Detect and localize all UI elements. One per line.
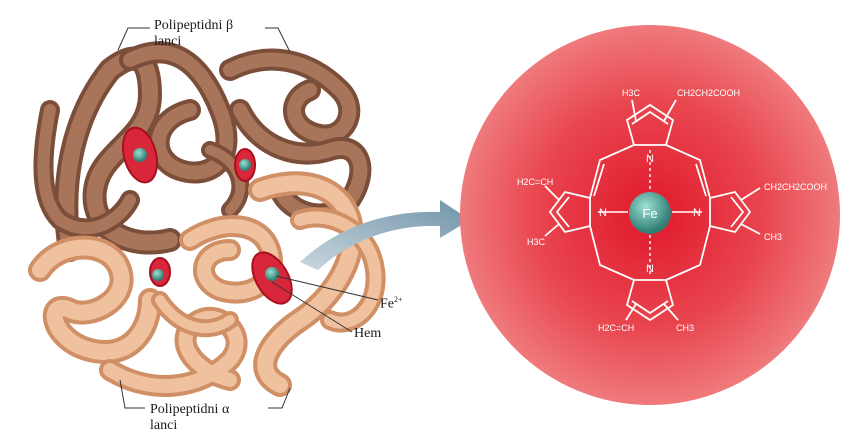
iron-label-charge: 2+ xyxy=(394,295,403,304)
alpha-chain-label: Polipeptidni α lanci xyxy=(150,402,229,434)
group-left-upper: H2C=CH xyxy=(517,177,553,187)
beta-chain-label: Polipeptidni β lanci xyxy=(154,18,233,50)
heme-disc xyxy=(150,258,170,286)
group-left-lower: H3C xyxy=(527,237,546,247)
beta-chain-label-line1: Polipeptidni β xyxy=(154,18,233,34)
alpha-chain-label-line1: Polipeptidni α xyxy=(150,402,229,418)
nitrogen-bottom: N xyxy=(646,263,654,275)
hemoglobin-protein xyxy=(40,52,376,386)
group-top-right: CH2CH2COOH xyxy=(677,88,740,98)
nitrogen-top: N xyxy=(646,153,654,165)
group-bottom-right: CH3 xyxy=(676,323,694,333)
group-right-upper: CH2CH2COOH xyxy=(764,182,827,192)
iron-symbol: Fe xyxy=(642,206,657,221)
group-bottom-left: H2C=CH xyxy=(598,323,634,333)
iron-label-symbol: Fe xyxy=(380,297,394,312)
nitrogen-left: N xyxy=(599,207,607,219)
group-top-left: H3C xyxy=(622,88,641,98)
nitrogen-right: N xyxy=(693,207,701,219)
heme-disc xyxy=(235,149,255,181)
iron-label: Fe2+ xyxy=(380,292,403,313)
beta-chain-label-line2: lanci xyxy=(154,34,233,50)
heme-label: Hem xyxy=(354,326,381,342)
group-right-lower: CH3 xyxy=(764,232,782,242)
alpha-chain-label-line2: lanci xyxy=(150,418,229,434)
